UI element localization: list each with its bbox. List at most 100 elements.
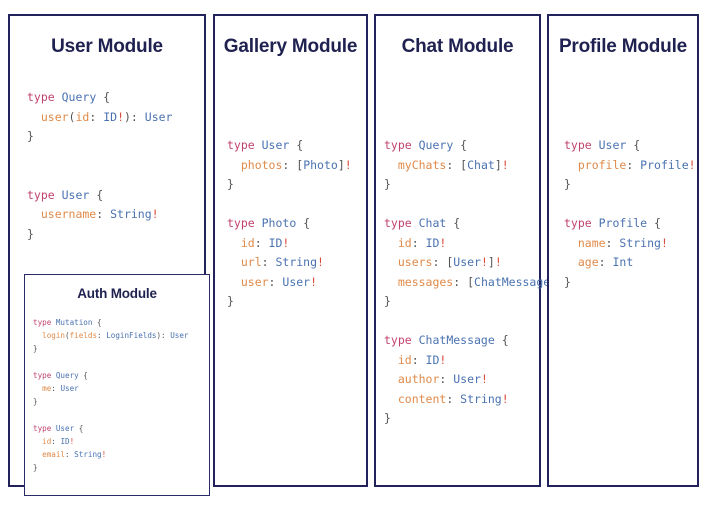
code-line: type Query { xyxy=(33,371,88,380)
module-card-title: Chat Module xyxy=(401,36,514,57)
code-token-field: user xyxy=(227,274,269,289)
code-token-type: User xyxy=(598,138,627,152)
code-token-type: User xyxy=(170,331,189,341)
code-token-punc: } xyxy=(564,177,571,191)
code-token-type: Photo xyxy=(261,216,297,230)
code-line: profile: Profile! xyxy=(564,158,696,172)
code-token-punc: ] xyxy=(337,157,345,172)
code-token-bang: ! xyxy=(117,109,124,124)
code-token-type: ID xyxy=(425,235,440,250)
code-line: type Query { xyxy=(27,90,110,104)
code-token-bang: ! xyxy=(101,450,107,460)
code-token-field: users xyxy=(384,255,433,269)
code-token-bang: ! xyxy=(501,157,509,172)
code-token-punc: : xyxy=(453,274,468,289)
code-token-punc: { xyxy=(78,370,88,380)
code-token-punc: } xyxy=(33,397,38,407)
module-card-title: Auth Module xyxy=(77,286,157,301)
code-token-bang: ! xyxy=(282,235,290,250)
code-token-field: photos xyxy=(227,157,283,172)
code-token-punc: : xyxy=(96,207,111,221)
code-line: } xyxy=(564,177,571,191)
graphql-schema-block: type User { photos: [Photo]! } type Phot… xyxy=(227,136,366,312)
code-line: myChats: [Chat]! xyxy=(384,158,509,172)
code-token-punc: } xyxy=(564,274,571,289)
code-line: id: ID! xyxy=(384,352,447,367)
code-line: type Profile { xyxy=(564,216,661,230)
module-card-user[interactable]: User Module type Query { user(id: ID!): … xyxy=(8,14,210,496)
code-line: photos: [Photo]! xyxy=(227,158,352,172)
module-card-title: Profile Module xyxy=(558,36,688,57)
code-token-type: Profile xyxy=(598,216,648,230)
code-token-type: User xyxy=(453,372,481,386)
code-token-field: id xyxy=(384,352,412,367)
code-token-type: Mutation xyxy=(55,318,93,327)
code-token-keyword: type xyxy=(384,138,419,152)
code-token-punc: : xyxy=(254,235,269,250)
code-token-punc: { xyxy=(96,90,111,104)
code-token-punc: { xyxy=(647,216,661,230)
code-token-bang: ! xyxy=(480,255,488,269)
code-token-punc: ): xyxy=(156,331,171,341)
module-card-auth[interactable]: Auth Module type Mutation { login(fields… xyxy=(24,274,210,496)
code-token-field: messages xyxy=(384,274,454,289)
code-token-type: User xyxy=(453,255,481,269)
module-card-gallery[interactable]: Gallery Module type User { photos: [Phot… xyxy=(213,14,368,487)
code-line: author: User! xyxy=(384,372,488,386)
code-token-keyword: type xyxy=(384,333,419,347)
code-token-keyword: type xyxy=(227,138,262,152)
code-line: login(fields: LoginFields): User xyxy=(33,331,189,341)
code-token-punc: { xyxy=(446,216,461,230)
module-card-chat[interactable]: Chat Module type Query { myChats: [Chat]… xyxy=(374,14,564,487)
code-token-field: age xyxy=(564,255,599,269)
code-token-field: fields xyxy=(69,331,98,341)
code-line: type ChatMessage { xyxy=(384,333,509,347)
code-token-type: Query xyxy=(418,138,454,152)
code-token-bang: ! xyxy=(480,372,488,386)
graphql-schema-block: type Query { myChats: [Chat]! } type Cha… xyxy=(384,136,564,429)
code-token-bang: ! xyxy=(439,235,447,250)
code-line: id: ID! xyxy=(33,437,74,446)
module-card-profile[interactable]: Profile Module type User { profile: Prof… xyxy=(547,14,699,487)
code-line: type Mutation { xyxy=(33,318,102,327)
code-token-punc: } xyxy=(227,177,234,191)
code-token-punc: ] xyxy=(494,157,502,172)
code-token-field: username xyxy=(27,207,97,221)
code-line: id: ID! xyxy=(384,235,447,250)
code-token-punc: { xyxy=(453,138,468,152)
code-token-field: profile xyxy=(564,157,627,172)
code-token-punc: [ xyxy=(296,157,304,172)
code-line: user(id: ID!): User xyxy=(27,109,173,124)
code-token-keyword: type xyxy=(227,216,262,230)
code-line: type User { xyxy=(564,138,640,152)
code-line: type User { xyxy=(27,188,103,202)
code-token-punc: { xyxy=(89,187,104,202)
code-token-field: id xyxy=(33,436,52,446)
code-line: id: ID! xyxy=(227,235,290,250)
code-line: content: String! xyxy=(384,392,509,406)
code-token-punc: : xyxy=(51,436,61,446)
code-token-type: ChatMessage xyxy=(418,333,495,347)
code-token-type: String xyxy=(619,235,661,250)
code-line: } xyxy=(33,397,38,406)
code-token-punc: ( xyxy=(68,109,76,124)
code-token-type: User xyxy=(282,274,311,289)
code-token-field: content xyxy=(384,391,447,406)
code-token-field: me xyxy=(33,384,52,394)
code-token-type: User xyxy=(55,423,75,433)
code-line: user: User! xyxy=(227,275,317,289)
code-token-type: Query xyxy=(55,370,79,380)
code-line: messages: [ChatMessage]! xyxy=(384,275,564,289)
code-token-bang: ! xyxy=(69,436,75,446)
code-token-punc: : xyxy=(605,235,620,250)
code-token-type: Chat xyxy=(418,216,447,230)
code-line: me: User xyxy=(33,384,79,393)
code-line: email: String! xyxy=(33,450,106,459)
code-token-punc: { xyxy=(296,216,311,230)
code-token-field: email xyxy=(33,450,66,460)
code-token-field: myChats xyxy=(384,157,447,172)
code-token-punc: ): xyxy=(124,109,145,124)
code-token-punc: : xyxy=(89,109,104,124)
code-token-field: id xyxy=(384,235,412,250)
code-token-keyword: type xyxy=(33,423,56,433)
